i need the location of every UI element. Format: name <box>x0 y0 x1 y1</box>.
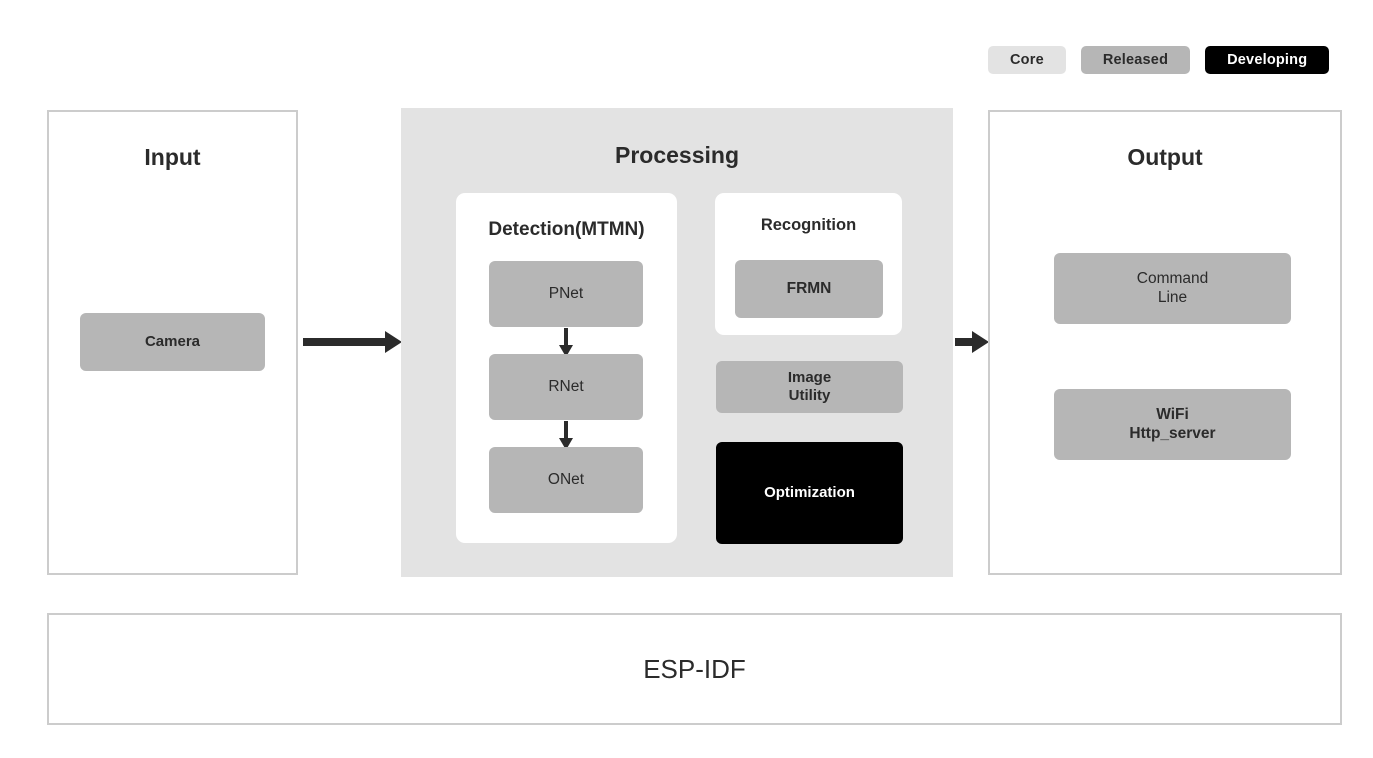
arrow-pnet-to-rnet <box>558 328 574 357</box>
detection-subpanel-title: Detection(MTMN) <box>488 219 645 240</box>
legend-label-developing: Developing <box>1227 52 1308 68</box>
arrow-rnet-to-onet <box>558 421 574 450</box>
node-optimization-label: Optimization <box>764 483 855 501</box>
node-image-utility-line2: Utility <box>788 387 831 404</box>
node-image-utility-line1: Image <box>787 368 832 386</box>
node-camera-label: Camera <box>144 332 201 350</box>
node-wifi-line2: Http_server <box>1129 424 1216 442</box>
node-command-line-line1: Command <box>1136 269 1209 287</box>
node-image-utility[interactable]: Image Utility <box>716 361 903 413</box>
arrow-shaft <box>564 328 568 347</box>
node-optimization[interactable]: Optimization <box>716 442 903 544</box>
arrow-shaft <box>955 338 973 346</box>
node-pnet-label: PNet <box>548 284 584 302</box>
node-wifi-http-server[interactable]: WiFi Http_server <box>1054 389 1291 460</box>
node-wifi-http-server-label: WiFi Http_server <box>1129 406 1215 444</box>
legend-item-developing[interactable]: Developing <box>1205 46 1330 74</box>
esp-idf-label: ESP-IDF <box>643 653 746 684</box>
legend-item-core[interactable]: Core <box>988 46 1066 74</box>
arrow-processing-to-output <box>955 331 989 353</box>
node-command-line-label: Command Line <box>1137 270 1209 308</box>
input-panel-title: Input <box>144 144 201 170</box>
legend: Core Released Developing <box>988 46 1330 74</box>
node-rnet[interactable]: RNet <box>489 354 643 420</box>
output-panel-title: Output <box>1127 144 1203 170</box>
arrow-shaft <box>303 338 386 346</box>
arrow-shaft <box>564 421 568 440</box>
node-pnet[interactable]: PNet <box>489 261 643 327</box>
node-onet-label: ONet <box>547 470 585 488</box>
arrow-head-icon <box>972 331 989 353</box>
legend-label-core: Core <box>1010 52 1044 68</box>
node-image-utility-label: Image Utility <box>788 369 831 406</box>
node-camera[interactable]: Camera <box>80 313 265 371</box>
node-onet[interactable]: ONet <box>489 447 643 513</box>
arrow-input-to-processing <box>303 331 402 353</box>
esp-idf-panel: ESP-IDF <box>47 613 1342 725</box>
node-rnet-label: RNet <box>548 377 584 395</box>
node-command-line[interactable]: Command Line <box>1054 253 1291 324</box>
recognition-subpanel-title: Recognition <box>760 216 857 234</box>
arrow-head-icon <box>385 331 402 353</box>
legend-label-released: Released <box>1102 52 1169 68</box>
node-command-line-line2: Line <box>1157 288 1188 306</box>
legend-item-released[interactable]: Released <box>1080 46 1191 74</box>
node-frmn[interactable]: FRMN <box>735 260 883 318</box>
output-panel: Output <box>988 110 1342 575</box>
node-wifi-line1: WiFi <box>1156 405 1189 423</box>
processing-panel-title: Processing <box>615 142 739 168</box>
node-frmn-label: FRMN <box>786 279 832 297</box>
